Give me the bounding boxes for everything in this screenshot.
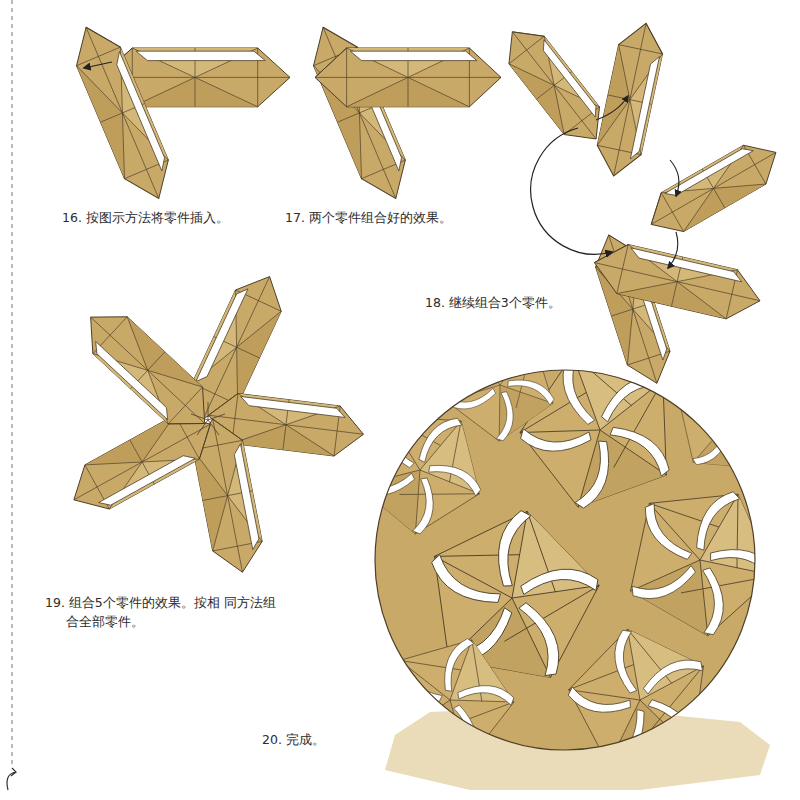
step-caption: 17. 两个零件组合好的效果。 — [285, 209, 452, 228]
step-caption: 19. 组合5个零件的效果。按相 同方法组合全部零件。 — [45, 594, 276, 632]
step-caption: 18. 继续组合3个零件。 — [425, 294, 561, 313]
step-caption: 20. 完成。 — [262, 731, 325, 750]
step-caption: 16. 按图示方法将零件插入。 — [62, 209, 229, 228]
